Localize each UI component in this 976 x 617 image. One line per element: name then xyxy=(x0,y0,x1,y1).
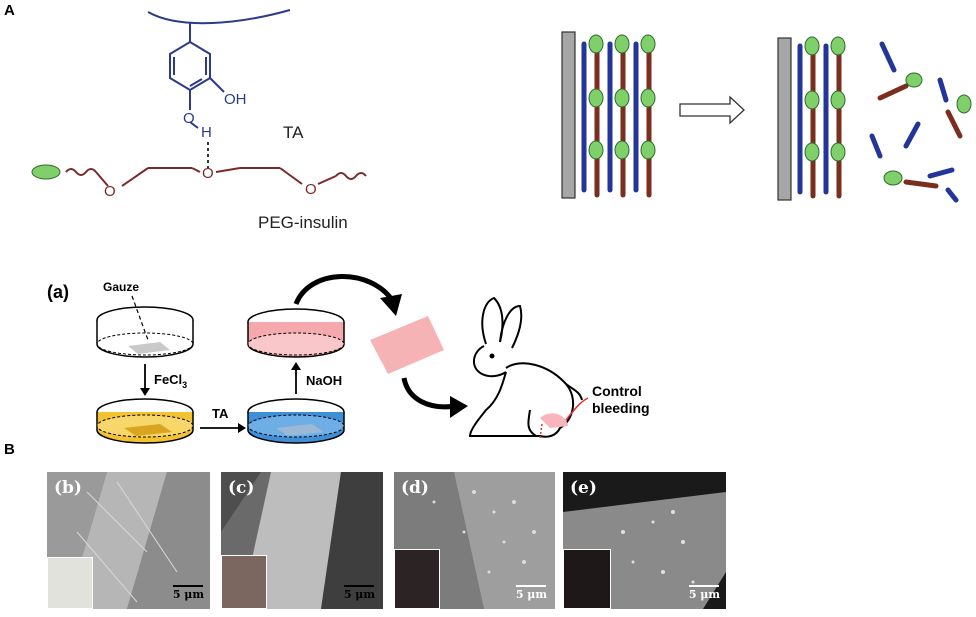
peg-chain xyxy=(65,167,367,187)
insulin-icon xyxy=(31,164,61,180)
subpanel-a-label: (a) xyxy=(47,282,69,302)
panel-b-letter: B xyxy=(4,441,15,458)
scale-bar-e: 5 μm xyxy=(688,585,720,601)
gauze-label: Gauze xyxy=(103,280,139,294)
dish-naoh xyxy=(247,308,345,358)
substrate-plate-left xyxy=(561,31,576,199)
sem-image-e: (e) 5 μm xyxy=(563,472,726,609)
bleeding-pointer xyxy=(565,397,589,421)
naoh-label: NaOH xyxy=(306,373,342,388)
scale-bar-d: 5 μm xyxy=(515,585,547,601)
scale-bar-b: 5 μm xyxy=(172,585,204,601)
inset-d xyxy=(394,549,440,609)
dish-fecl3 xyxy=(96,398,194,444)
curved-arrow-top xyxy=(293,274,395,306)
control-bleeding-line1: Control xyxy=(592,383,642,399)
panel-b-scheme: (a) Gauze FeCl3 TA NaOH xyxy=(47,274,650,444)
sem-e-label: (e) xyxy=(570,478,597,498)
substrate-plate-right xyxy=(777,37,792,201)
dish-gauze xyxy=(96,306,194,358)
inset-b xyxy=(47,557,93,609)
panel-a-diagram: OH O H TA O O O PEG-insulin xyxy=(31,9,972,232)
scale-bar-c: 5 μm xyxy=(343,585,375,601)
bleeding-patch xyxy=(540,413,568,428)
released-insulin-drops xyxy=(883,72,972,186)
peg-insulin-label: PEG-insulin xyxy=(258,213,348,232)
ta-step-label: TA xyxy=(212,406,229,421)
sem-c-label: (c) xyxy=(228,478,255,498)
insulin-drops-left xyxy=(588,34,656,160)
curved-arrow-bottom xyxy=(401,377,457,410)
sem-image-b: (b) 5 μm xyxy=(47,472,210,609)
peg-o3: O xyxy=(305,181,317,198)
peg-o2: O xyxy=(202,165,214,182)
release-arrow xyxy=(679,95,745,125)
inset-e xyxy=(563,549,611,609)
h-label: H xyxy=(201,124,212,141)
sem-image-c: (c) 5 μm xyxy=(221,472,383,609)
ta-label: TA xyxy=(283,123,304,142)
dish-ta xyxy=(247,398,345,444)
multilayer-film-left xyxy=(581,41,652,198)
sem-d-label: (d) xyxy=(401,478,429,498)
sem-b-label: (b) xyxy=(54,478,82,498)
pink-gauze-piece xyxy=(370,316,444,374)
released-fragments xyxy=(869,41,963,203)
insulin-drops-right xyxy=(804,36,846,162)
inset-c xyxy=(221,555,267,609)
fecl3-label: FeCl3 xyxy=(154,372,187,390)
gauze-pointer xyxy=(131,295,149,341)
panel-a-letter: A xyxy=(4,2,15,19)
sem-image-d: (d) 5 μm xyxy=(394,472,555,609)
o-label: O xyxy=(183,110,195,127)
peg-o1: O xyxy=(104,183,116,200)
rabbit-icon xyxy=(468,296,583,438)
multilayer-film-right xyxy=(797,43,842,199)
oh-label: OH xyxy=(224,91,247,108)
control-bleeding-line2: bleeding xyxy=(592,400,650,416)
tannic-acid-structure xyxy=(147,9,291,129)
